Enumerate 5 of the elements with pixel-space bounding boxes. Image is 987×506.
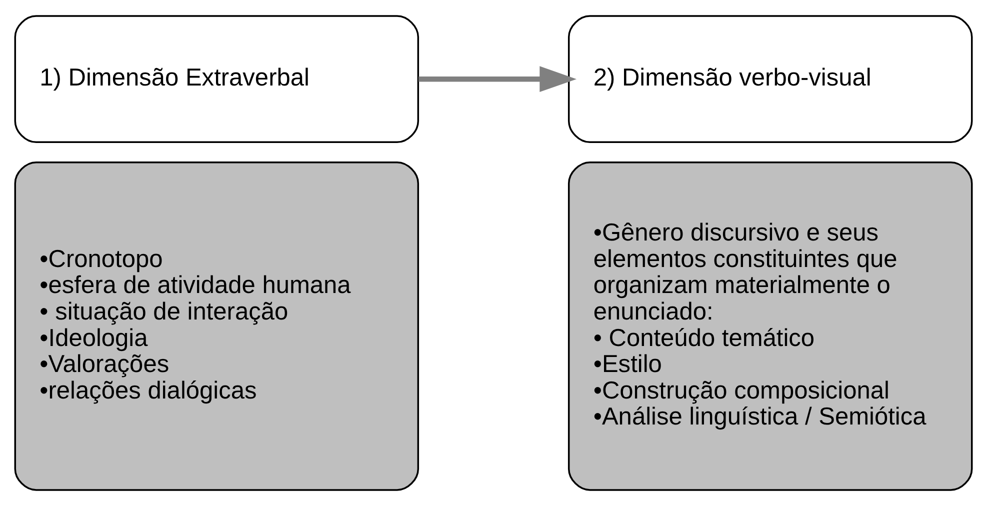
node-box: 1) Dimensão Extraverbal <box>14 15 420 144</box>
node-box: •Cronotopo •esfera de atividade humana • situação de interação •Ideologia •Valorações •relações dialógicas <box>14 161 420 491</box>
node-box: •Gênero discursivo e seus elementos constituintes que organizam materialmente o enunciado: • Conteúdo temático •Estilo •Construção composicional •Análise linguística / Semiótica <box>568 161 973 491</box>
node-box: 2) Dimensão verbo-visual <box>568 15 973 144</box>
arrow <box>418 66 577 92</box>
